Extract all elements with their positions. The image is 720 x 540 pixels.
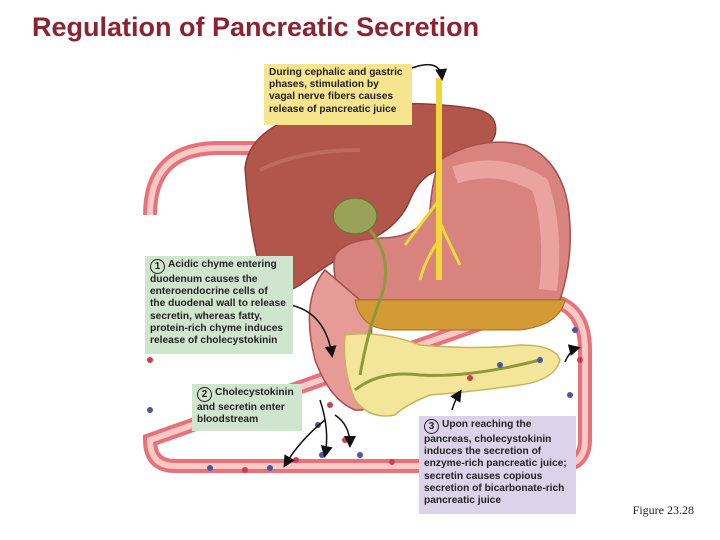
arrow-step3-a (565, 348, 578, 362)
figure-label: Figure 23.28 (633, 503, 694, 518)
callout-vagal-line: During cephalic and gastric (269, 67, 407, 79)
step1-number: 1 (150, 259, 165, 274)
callout-step1-line: Acidic chyme entering (168, 259, 277, 270)
callout-step2-line: Cholecystokinin (215, 387, 294, 398)
callout-step1-line: enteroendocrine cells of (150, 286, 288, 298)
arrow-step2-c (320, 400, 327, 455)
step2-number: 2 (197, 387, 212, 402)
chyme (355, 300, 565, 330)
callout-step1-line: duodenum causes the (150, 274, 288, 286)
callout-step1-line: release of cholecystokinin (150, 335, 288, 347)
callout-vagal-line: release of pancreatic juice (269, 104, 407, 116)
callout-step1-line: the duodenal wall to release (150, 298, 288, 310)
callout-step3-line: Upon reaching the (442, 419, 531, 430)
callout-step2-line: and secretin enter (197, 402, 297, 414)
callout-step1-line: secretin, whereas fatty, (150, 311, 288, 323)
callout-step3-line: secretion of bicarbonate-rich (424, 483, 571, 495)
callout-step3-line: secretin causes copious (424, 471, 571, 483)
callout-step1-line: protein-rich chyme induces (150, 323, 288, 335)
callout-vagal: During cephalic and gastric phases, stim… (264, 64, 412, 125)
callout-vagal-line: phases, stimulation by (269, 79, 407, 91)
callout-step3-line: pancreatic juice (424, 495, 571, 507)
step3-number: 3 (424, 419, 439, 434)
callout-vagal-line: vagal nerve fibers causes (269, 91, 407, 103)
arrow-vagal (412, 65, 442, 78)
callout-step3-line: pancreas, cholecystokinin (424, 434, 571, 446)
callout-step2-line: bloodstream (197, 414, 297, 426)
gallbladder (333, 198, 377, 234)
callout-step3-line: enzyme-rich pancreatic juice; (424, 458, 571, 470)
arrow-step3-b (452, 392, 460, 410)
callout-step3-line: induces the secretion of (424, 446, 571, 458)
